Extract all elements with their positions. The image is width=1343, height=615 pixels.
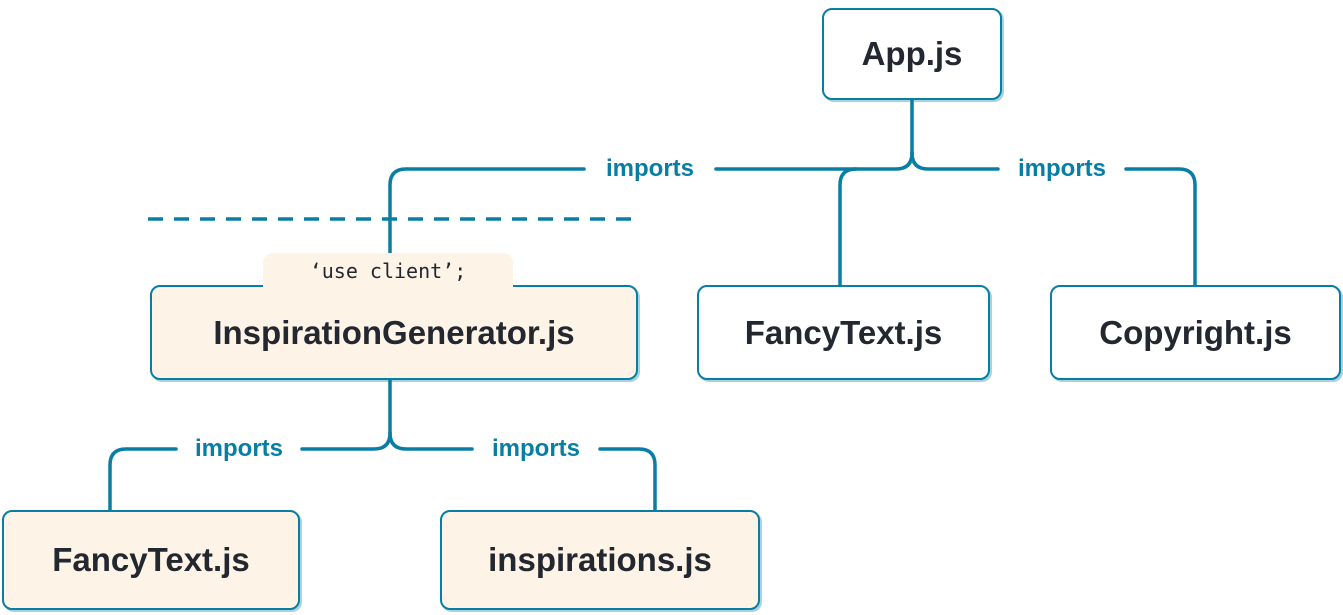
edge-app-to-inspirationgenerator-b xyxy=(388,167,586,268)
node-label: FancyText.js xyxy=(744,313,943,351)
imports-label: imports xyxy=(188,435,290,463)
node-fancytext-js-top: FancyText.js xyxy=(697,285,990,380)
use-client-directive: ‘use client’; xyxy=(263,253,513,289)
edge-ig-to-fancytext-a xyxy=(300,431,392,451)
node-app-js: App.js xyxy=(822,8,1002,100)
edge-app-to-inspirationgenerator-a xyxy=(714,151,914,171)
use-client-directive-text: ‘use client’; xyxy=(309,259,467,283)
edge-app-to-copyright-a xyxy=(910,151,1000,171)
imports-label: imports xyxy=(1011,155,1113,183)
node-inspirations-js: inspirations.js xyxy=(440,510,760,610)
edge-ig-to-inspirations-b xyxy=(598,447,657,512)
imports-label: imports xyxy=(599,155,701,183)
edge-app-to-fancytext xyxy=(838,167,858,287)
node-copyright-js: Copyright.js xyxy=(1050,285,1341,380)
node-label: FancyText.js xyxy=(52,541,250,578)
node-fancytext-js-bottom: FancyText.js xyxy=(2,510,300,610)
node-inspirationgenerator-js: InspirationGenerator.js xyxy=(150,285,638,380)
edge-ig-to-fancytext-b xyxy=(108,447,178,512)
node-label: InspirationGenerator.js xyxy=(213,313,575,351)
node-label: Copyright.js xyxy=(1099,313,1292,351)
edge-ig-to-inspirations-a xyxy=(388,431,474,451)
node-label: App.js xyxy=(861,35,963,72)
node-label: inspirations.js xyxy=(488,541,712,578)
edge-app-to-copyright-b xyxy=(1124,167,1197,287)
imports-label: imports xyxy=(485,435,587,463)
